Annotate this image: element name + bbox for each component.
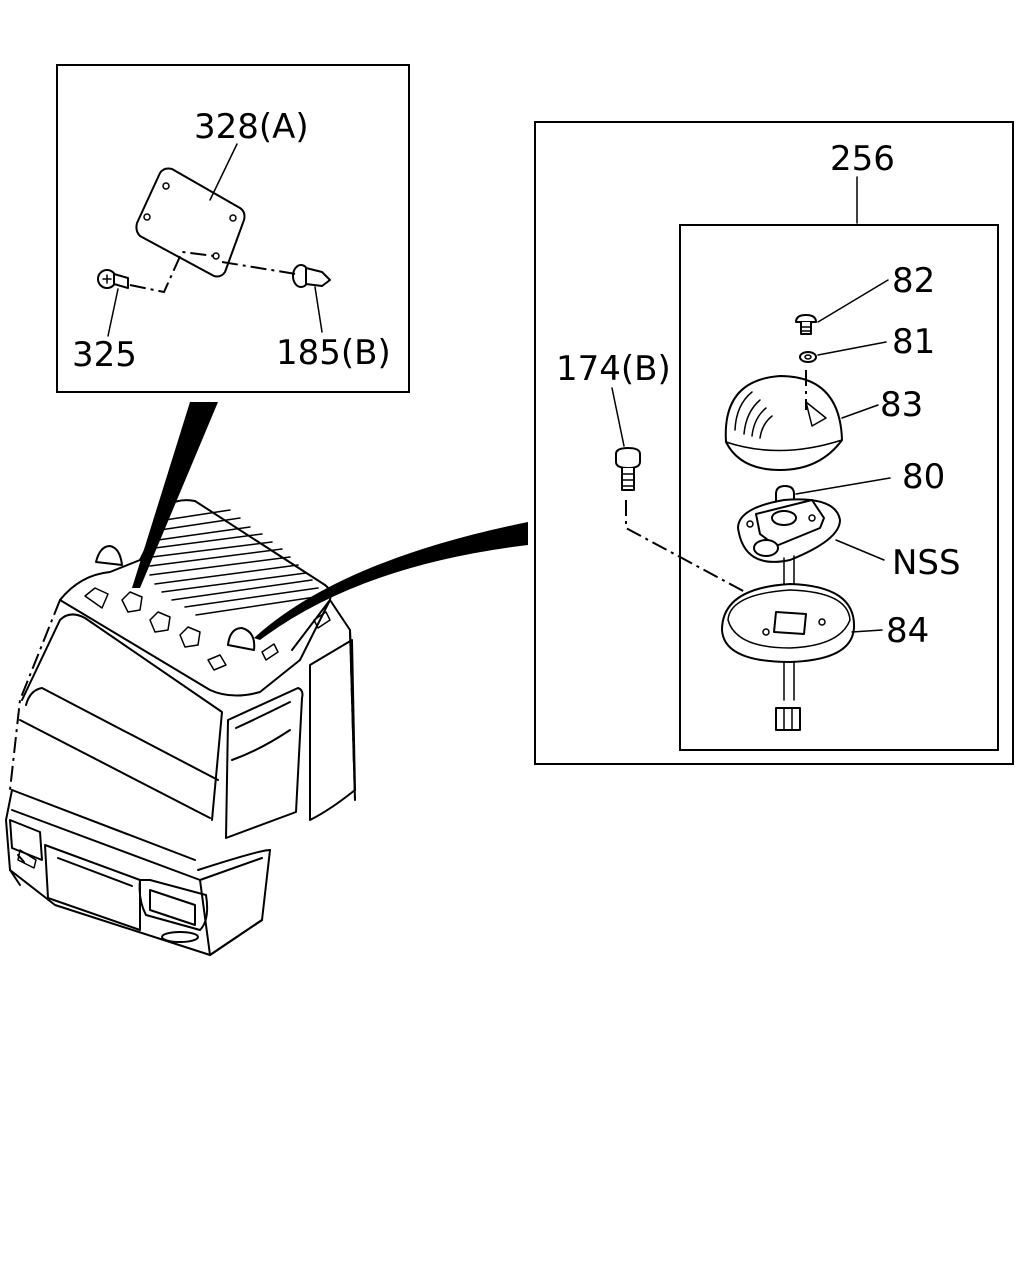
- label-84: 84: [886, 611, 929, 651]
- clip-185b-icon: [292, 264, 331, 288]
- lamp-base-84-icon: [721, 583, 856, 663]
- label-328a: 328(A): [194, 107, 309, 147]
- label-82: 82: [892, 261, 935, 301]
- socket-nss-icon: [737, 498, 841, 563]
- pointer-to-inset-b: [254, 522, 528, 640]
- screw-82-icon: [795, 314, 817, 335]
- inset-a-panel: 328(A) 325 185(B): [56, 64, 410, 393]
- label-80: 80: [902, 457, 945, 497]
- inset-b-panel: 256 174(B) 82 81: [534, 121, 1014, 765]
- label-256: 256: [830, 139, 895, 179]
- label-83: 83: [880, 385, 923, 425]
- screw-325-icon: [97, 269, 129, 289]
- label-nss: NSS: [892, 543, 961, 583]
- label-81: 81: [892, 322, 935, 362]
- bolt-174b-icon: [615, 447, 641, 491]
- washer-81-icon: [799, 351, 817, 363]
- pointer-to-inset-a: [132, 402, 218, 588]
- label-325: 325: [72, 335, 137, 375]
- truck-cab-illustration: [5, 499, 356, 956]
- label-185b: 185(B): [276, 333, 391, 373]
- label-174b: 174(B): [556, 349, 671, 389]
- lamp-lens-83-icon: [724, 375, 843, 471]
- wire-connector-icon: [775, 707, 801, 731]
